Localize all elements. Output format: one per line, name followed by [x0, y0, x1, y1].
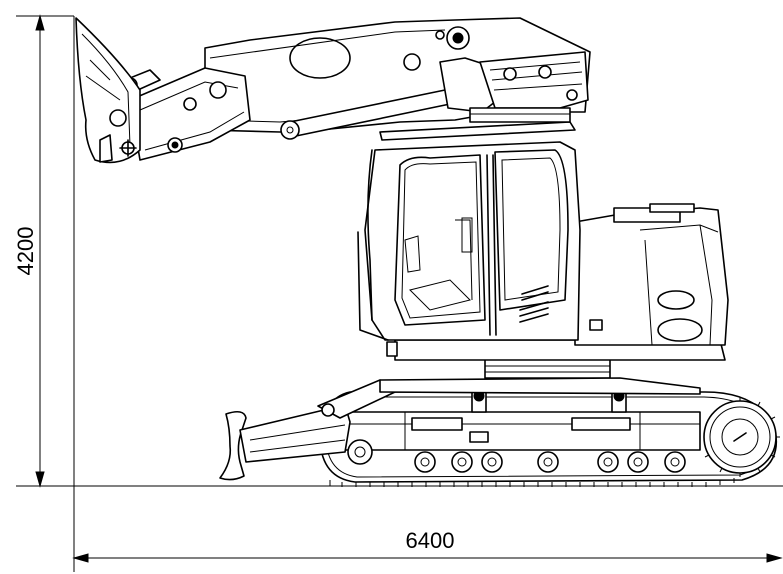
excavator-bucket: [75, 17, 141, 164]
drive-sprocket: [703, 397, 780, 477]
cab-louvres: [519, 285, 549, 323]
height-dimension-label: 4200: [13, 227, 38, 276]
upper-body: [394, 203, 729, 361]
length-dimension-label: 6400: [406, 528, 455, 553]
track-rollers: [414, 451, 686, 473]
operator-cab: [357, 121, 581, 357]
height-arrow-top: [35, 14, 45, 31]
length-arrow-right: [766, 553, 783, 563]
slew-ring: [379, 357, 701, 395]
length-dimension: 6400: [72, 16, 783, 572]
track-assembly: [319, 390, 780, 487]
height-arrow-bottom: [35, 471, 45, 488]
height-dimension: 4200: [13, 14, 74, 488]
boom-opening: [289, 37, 351, 79]
excavator-arm: [109, 67, 251, 161]
length-arrow-left: [72, 553, 89, 563]
excavator-boom: [204, 17, 591, 140]
